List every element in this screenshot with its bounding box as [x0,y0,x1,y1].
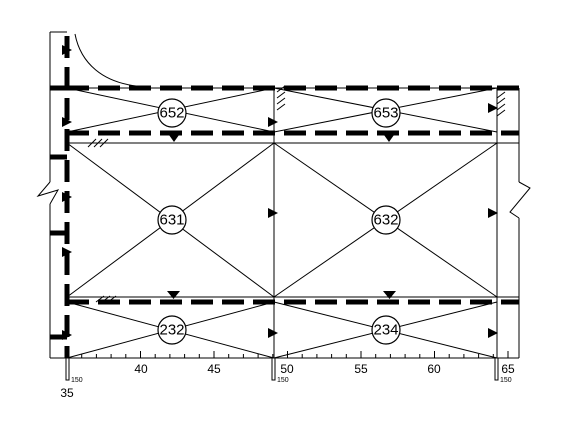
arrow-marker [268,208,278,218]
scale-label: 50 [280,362,294,376]
scale-ruler: 150 150 150 35 40 45 50 55 60 65 [50,351,519,400]
arrow-marker [62,45,72,55]
svg-text:632: 632 [373,212,398,229]
arrow-marker [169,135,179,142]
arrow-marker [488,103,498,113]
arrow-marker [488,328,498,338]
svg-text:652: 652 [159,105,184,122]
panel-tag-631: 631 [157,205,187,235]
arrow-marker [167,291,180,299]
arrow-marker [62,192,72,202]
frame [49,31,520,359]
scale-label: 35 [60,386,74,400]
break-symbol-left [36,181,60,205]
bracing-lines [66,87,498,359]
arrow-marker [62,330,72,340]
scale-marker-label: 150 [500,377,512,384]
arrow-marker [488,208,498,218]
arrow-marker [268,328,278,338]
scale-marker-label: 150 [71,377,83,384]
arrow-marker [383,291,396,299]
scale-marker [271,357,276,381]
panel-tag-232: 232 [157,315,187,345]
scale-label: 45 [207,362,221,376]
scale-label: 60 [427,362,441,376]
svg-text:653: 653 [373,105,398,122]
arrow-marker [268,117,278,127]
break-symbol-right [509,181,531,219]
arrow-marker [62,117,72,127]
panel-tag-234: 234 [371,315,401,345]
dashed-beams [64,36,519,358]
ruler-ticks [66,351,509,358]
arrow-marker [62,247,72,257]
direction-arrows [62,45,498,340]
curved-corner [74,33,151,88]
scale-label: 55 [354,362,368,376]
panel-tag-652: 652 [157,98,187,128]
arrow-marker [384,135,394,142]
svg-text:234: 234 [373,322,398,339]
scale-marker [494,357,499,381]
scale-label: 40 [134,362,148,376]
scale-label: 65 [501,362,515,376]
panel-tag-653: 653 [371,98,401,128]
svg-text:631: 631 [159,212,184,229]
svg-text:232: 232 [159,322,184,339]
scale-marker-label: 150 [277,377,289,384]
panel-tag-632: 632 [371,205,401,235]
scale-marker [65,357,70,381]
hatch-marks [87,85,506,303]
